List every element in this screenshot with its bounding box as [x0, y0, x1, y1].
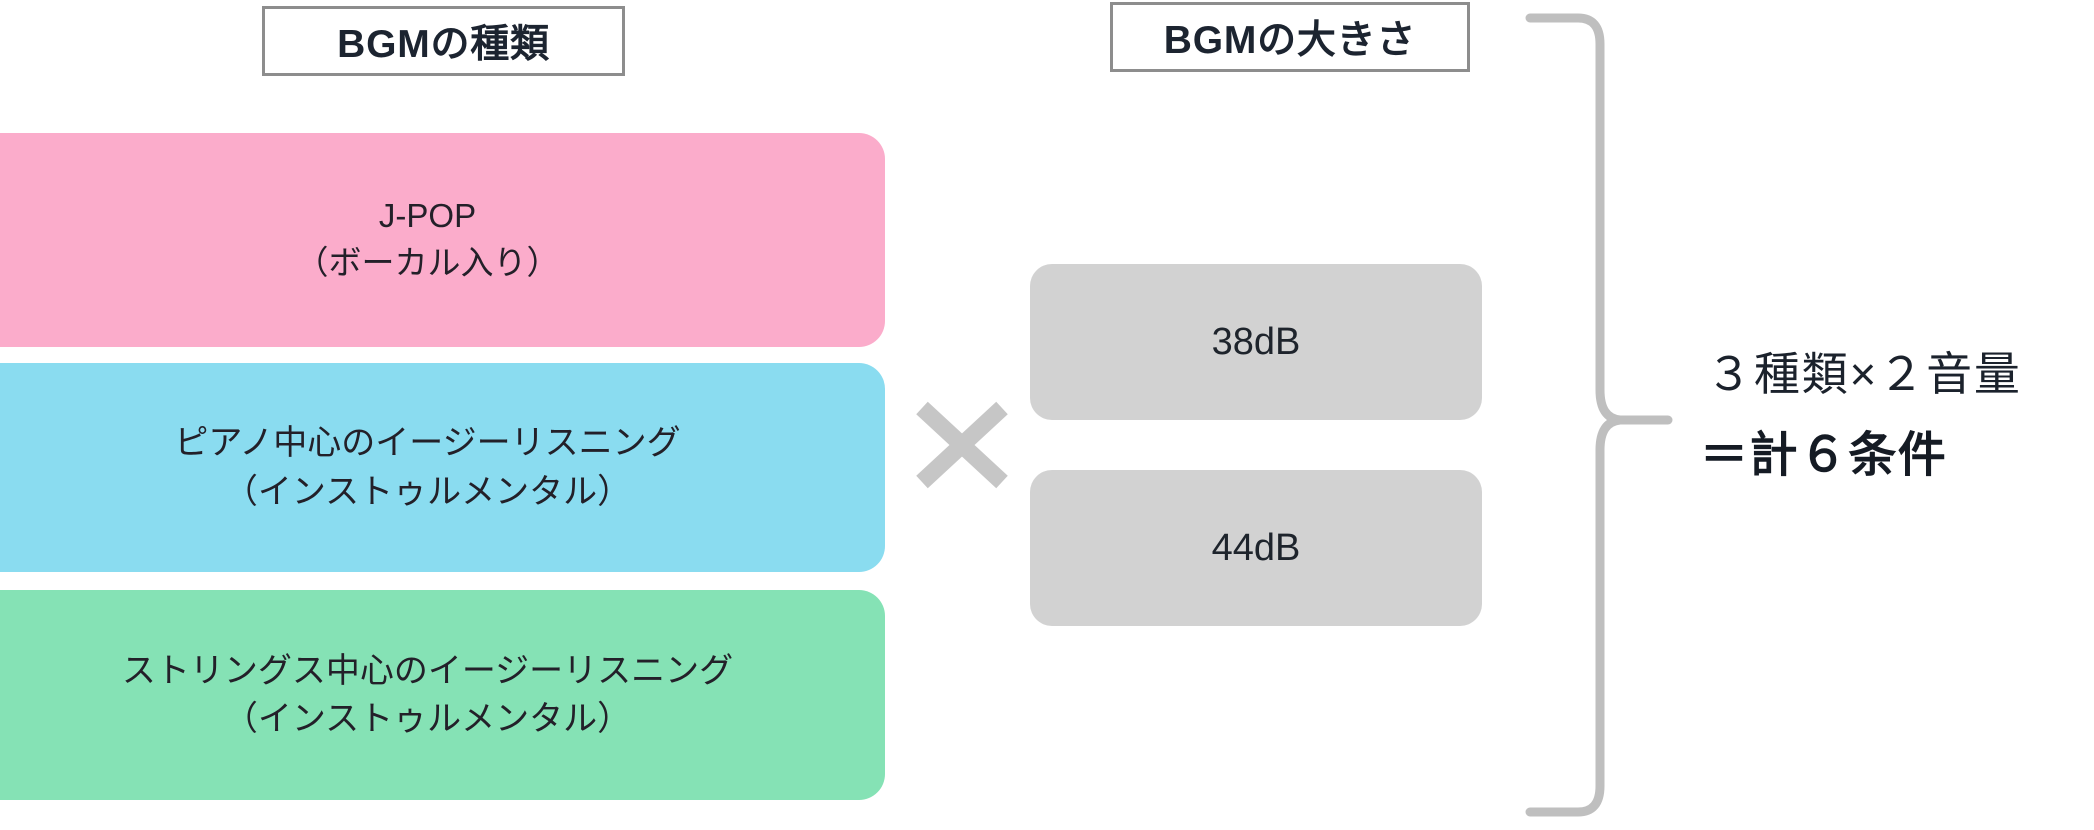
bgm-volume-card-44db: 44dB [1030, 470, 1482, 626]
column-header-bgm-type: BGMの種類 [262, 6, 625, 76]
bgm-type-card-strings: ストリングス中心のイージーリスニング （インストゥルメンタル） [0, 590, 885, 800]
column-header-bgm-volume-label: BGMの大きさ [1163, 19, 1417, 62]
bgm-type-card-strings-line2: （インストゥルメンタル） [223, 700, 632, 738]
bgm-type-card-jpop-line2: （ボーカル入り） [295, 244, 560, 281]
summary-equation-line2: ＝計６条件 [1700, 429, 1948, 482]
bgm-volume-card-44db-label: 44dB [1211, 526, 1301, 569]
summary-equation-line1: ３種類×２音量 [1706, 348, 2022, 400]
curly-brace-icon [1525, 13, 1673, 817]
bgm-type-card-strings-line1: ストリングス中心のイージーリスニング [121, 651, 734, 690]
bgm-type-card-piano: ピアノ中心のイージーリスニング （インストゥルメンタル） [0, 363, 885, 572]
column-header-bgm-volume: BGMの大きさ [1110, 2, 1470, 72]
multiply-icon [916, 401, 1008, 489]
bgm-type-card-jpop-line1: J-POP [378, 197, 477, 235]
bgm-type-card-piano-line2: （インストゥルメンタル） [223, 472, 632, 511]
bgm-type-card-jpop: J-POP （ボーカル入り） [0, 133, 885, 347]
bgm-type-card-piano-line1: ピアノ中心のイージーリスニング [174, 424, 681, 463]
bgm-volume-card-38db: 38dB [1030, 264, 1482, 420]
column-header-bgm-type-label: BGMの種類 [337, 23, 550, 66]
bgm-volume-card-38db-label: 38dB [1211, 320, 1301, 363]
